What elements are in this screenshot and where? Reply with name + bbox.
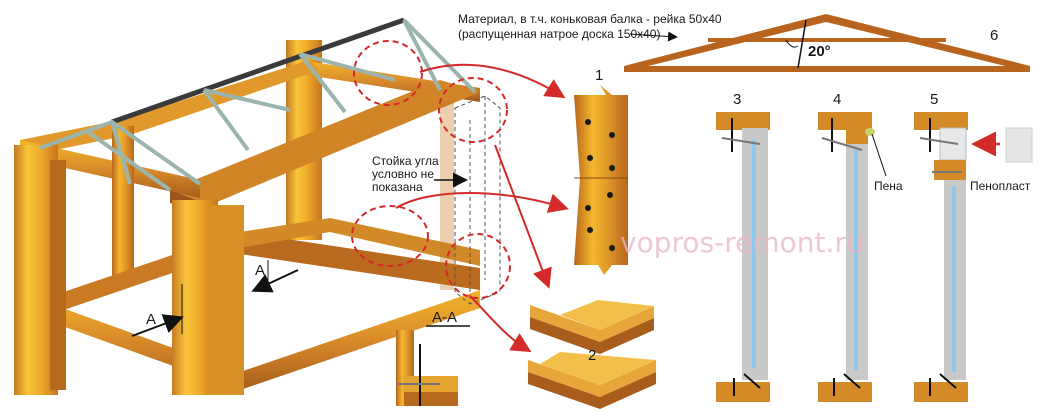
dashed-corner-post [454,95,501,305]
left-top-beam [20,60,320,155]
right-top-beam [170,80,480,205]
detail-2-corner-joints: 2 [528,300,656,409]
right-sill [240,232,480,290]
corner-post-label-line3: показана [372,180,423,194]
ridge-beam [111,17,405,125]
front-sill [40,290,480,390]
window-section-4: 4 Пена [818,91,903,402]
angle-label: 20° [808,43,831,60]
section-label: А-А [432,309,457,326]
polystyrene-block [1005,127,1033,163]
corner-post-label-line1: Стойка угла [372,154,439,168]
watermark: vopros-remont.ru [620,226,864,259]
front-top-beam [20,140,200,198]
rafters [39,18,477,192]
roof-truss-6: 20° 6 [624,14,1030,72]
foam-label: Пена [874,179,903,193]
section-a-a: А-А [396,309,470,406]
figure-number-6: 6 [990,27,998,44]
material-annotation-line2: (распущенная натрое доска 150х40) [458,27,660,41]
figure-number-4: 4 [833,91,841,108]
callout-circles [351,40,511,299]
corner-post-label-line2: условно не [372,167,434,181]
material-annotation-line1: Материал, в т.ч. коньковая балка - рейка… [458,12,722,26]
window-section-5: 5 Пенопласт [914,91,1033,402]
figure-number-2: 2 [588,347,596,364]
greenhouse-frame: Стойка угла условно не показана А А [14,17,569,395]
window-section-3: 3 [716,91,770,402]
arrow-label-a1: А [255,262,265,279]
section-arrow-a2 [131,314,184,337]
figure-number-5: 5 [930,91,938,108]
arrow-label-a2: А [146,311,156,328]
section-arrow-a1 [251,269,299,293]
callout-arrows [395,63,569,353]
polystyrene-label: Пенопласт [970,179,1031,193]
figure-number-1: 1 [595,67,603,84]
figure-number-3: 3 [733,91,741,108]
detail-1-joint: 1 [574,67,628,275]
